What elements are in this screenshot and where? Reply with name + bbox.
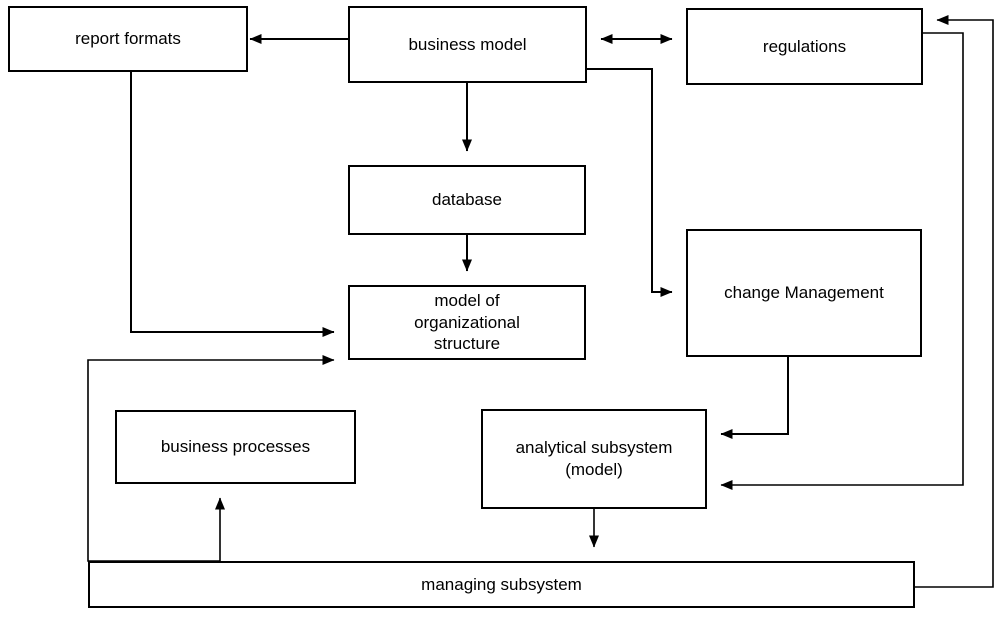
node-label-regulations: regulations: [762, 36, 847, 56]
node-regulations[interactable]: regulations: [686, 8, 923, 85]
edge-report-formats-to-model-of-organizational-structure: [130, 72, 335, 337]
edge-business-model-to-change-management: [587, 68, 673, 297]
edge-change-management-to-analytical-subsystem: [720, 357, 789, 439]
edge-managing-subsystem-to-regulations: [915, 15, 994, 588]
node-label-business-model: business model: [408, 34, 527, 54]
node-change-management[interactable]: change Management: [686, 229, 922, 357]
node-business-model[interactable]: business model: [348, 6, 587, 83]
edge-regulations-to-analytical-subsystem: [720, 32, 964, 490]
node-business-processes[interactable]: business processes: [115, 410, 356, 484]
node-label-managing-subsystem: managing subsystem: [421, 574, 582, 594]
node-report-formats[interactable]: report formats: [8, 6, 248, 72]
node-database[interactable]: database: [348, 165, 586, 235]
node-label-report-formats: report formats: [75, 29, 181, 49]
node-label-business-processes: business processes: [160, 437, 311, 457]
node-label-analytical-subsystem: analytical subsystem (model): [515, 438, 673, 479]
node-label-change-management: change Management: [724, 283, 884, 303]
node-model-of-organizational-structure[interactable]: model of organizational structure: [348, 285, 586, 360]
node-managing-subsystem[interactable]: managing subsystem: [88, 561, 915, 608]
node-label-model-of-organizational-structure: model of organizational structure: [414, 290, 520, 354]
node-label-database: database: [432, 190, 502, 210]
node-analytical-subsystem[interactable]: analytical subsystem (model): [481, 409, 707, 509]
